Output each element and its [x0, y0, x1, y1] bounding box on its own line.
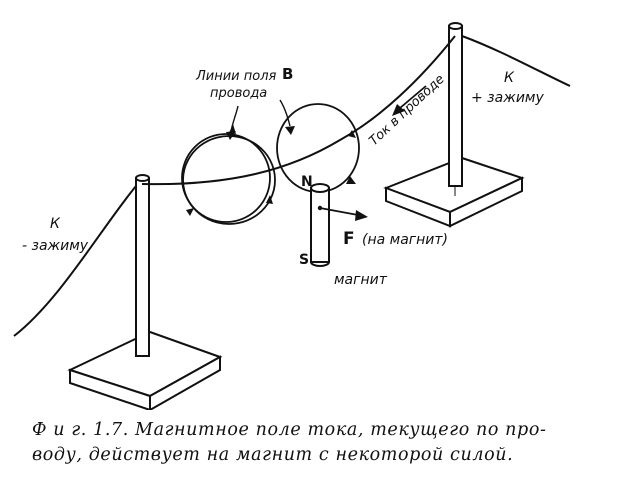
caption-line-2: воду, действует на магнит с некоторой си… [32, 445, 514, 465]
north-label: N [301, 174, 313, 190]
left-pole [135, 177, 150, 357]
figure-caption: Ф и г. 1.7. Магнитное поле тока, текущег… [32, 418, 607, 468]
left-base-side [69, 368, 151, 410]
minus-terminal-label-1: К [50, 216, 61, 232]
force-symbol: F [343, 229, 355, 249]
field-symbol: B [282, 65, 293, 83]
leaders [226, 99, 295, 140]
caption-line-1: Ф и г. 1.7. Магнитное поле тока, текущег… [32, 420, 547, 440]
field-circle-right [276, 103, 360, 193]
minus-terminal-label-2: - зажиму [22, 238, 89, 254]
left-stand [67, 174, 223, 410]
left-base-front [149, 355, 221, 410]
right-stand [383, 22, 525, 228]
plus-terminal-label-2: + зажиму [471, 90, 544, 106]
magnet-bottom [310, 261, 330, 267]
right-pole [448, 25, 463, 187]
right-pole-cap [448, 22, 463, 30]
wire-left-lead [13, 185, 137, 337]
current-label: Ток в проводе [366, 72, 447, 149]
wire-main [141, 35, 456, 186]
field-circle-left-ellipse [181, 133, 271, 223]
field-lines-label-2: провода [210, 86, 267, 101]
magnet-top [310, 183, 330, 193]
magnet-body [310, 187, 330, 263]
field-lines [181, 103, 360, 225]
current-arrow [392, 85, 427, 116]
figure-diagram: Линии поля провода B Ток в проводе К + з… [13, 22, 571, 410]
force-arrow [319, 207, 368, 221]
plus-terminal-label-1: К [504, 70, 515, 86]
left-pole-cap [135, 174, 150, 182]
magnet-label: магнит [334, 272, 388, 288]
field-lines-label-1: Линии поля [195, 69, 277, 84]
wire [13, 35, 571, 337]
arrow-left-bottom [186, 208, 194, 216]
force-note: (на магнит) [362, 232, 448, 248]
magnet [310, 183, 330, 267]
right-base-front [449, 176, 523, 228]
wire-right-lead [461, 35, 571, 87]
arrow-right-bottom [346, 176, 356, 184]
arrow-left-right [266, 195, 273, 204]
south-label: S [299, 252, 309, 268]
arrow-right-top [348, 130, 356, 138]
